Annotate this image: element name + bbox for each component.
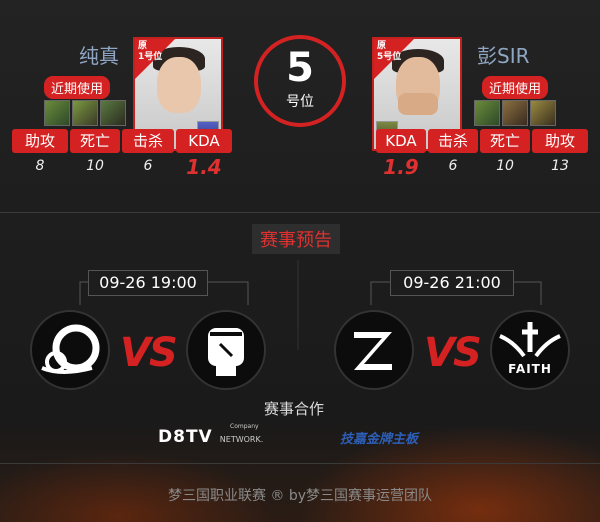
right-stats-values: 1.9 6 10 13 (376, 155, 588, 179)
position-rank-badge: 5 号位 (254, 35, 346, 127)
left-hero-icon-3 (100, 100, 126, 126)
left-recent-label: 近期使用 (44, 76, 111, 99)
left-stats-headers: 助攻 死亡 击杀 KDA (12, 129, 232, 153)
left-stats-values: 8 10 6 1.4 (12, 155, 232, 179)
right-stat-assist: 助攻 (532, 129, 588, 153)
right-stat-kill: 击杀 (428, 129, 478, 153)
position-label: 号位 (286, 94, 314, 110)
partners-label: 赛事合作 (264, 400, 325, 418)
position-number: 5 (286, 45, 314, 91)
footer-text: 梦三国职业联赛 ® by梦三国赛事运营团队 (167, 488, 433, 504)
left-val-kill: 6 (143, 158, 153, 174)
left-stat-kda: KDA (176, 129, 232, 153)
d8tv-text: D8TV (158, 427, 213, 447)
left-val-kda: 1.4 (186, 155, 222, 179)
right-rank-corner-line1: 原 (377, 41, 387, 51)
d8tv-network-text: NETWORK. (219, 435, 264, 444)
top-divider (0, 212, 600, 213)
schedule-title: 赛事预告 (252, 224, 340, 254)
right-stat-death: 死亡 (480, 129, 530, 153)
right-player-name: 彭SIR (477, 44, 530, 68)
left-stat-assist: 助攻 (12, 129, 68, 153)
right-stat-kda: KDA (376, 129, 426, 153)
left-val-assist: 8 (35, 158, 45, 174)
d8tv-company-text: Company (230, 423, 259, 430)
right-stats-headers: KDA 击杀 死亡 助攻 (376, 129, 588, 153)
left-player-photo: 原 1号位 (133, 37, 223, 151)
right-hero-icon-1 (474, 100, 500, 126)
team4-logo: FAITH (490, 310, 570, 390)
team3-logo (334, 310, 414, 390)
right-val-death: 10 (496, 158, 514, 174)
left-hero-icon-2 (72, 100, 98, 126)
team2-logo (186, 310, 266, 390)
right-hero-icon-3 (530, 100, 556, 126)
right-hero-icon-2 (502, 100, 528, 126)
left-player-name: 纯真 (79, 44, 119, 68)
d8tv-logo: D8TV Company NETWORK. (158, 423, 264, 447)
right-val-kda: 1.9 (383, 155, 419, 179)
sponsor-logo: 技嘉金牌主板 (340, 432, 419, 447)
right-recent-label: 近期使用 (482, 76, 549, 99)
team4-name: FAITH (508, 362, 552, 376)
team1-logo (30, 310, 110, 390)
bottom-divider (0, 463, 600, 464)
match2-vs: VS (424, 330, 482, 376)
left-stat-death: 死亡 (70, 129, 120, 153)
right-val-kill: 6 (448, 158, 458, 174)
match2-time: 09-26 21:00 (390, 270, 514, 296)
left-rank-corner-line1: 原 (138, 41, 148, 51)
left-stat-kill: 击杀 (122, 129, 174, 153)
right-val-assist: 13 (551, 158, 569, 174)
right-rank-corner-line2: 5号位 (377, 52, 402, 62)
match1-time: 09-26 19:00 (88, 270, 208, 296)
match1-vs: VS (120, 330, 178, 376)
left-rank-corner-line2: 1号位 (138, 52, 163, 62)
left-val-death: 10 (86, 158, 104, 174)
left-hero-icon-1 (44, 100, 70, 126)
right-player-photo: 原 5号位 (372, 37, 462, 151)
